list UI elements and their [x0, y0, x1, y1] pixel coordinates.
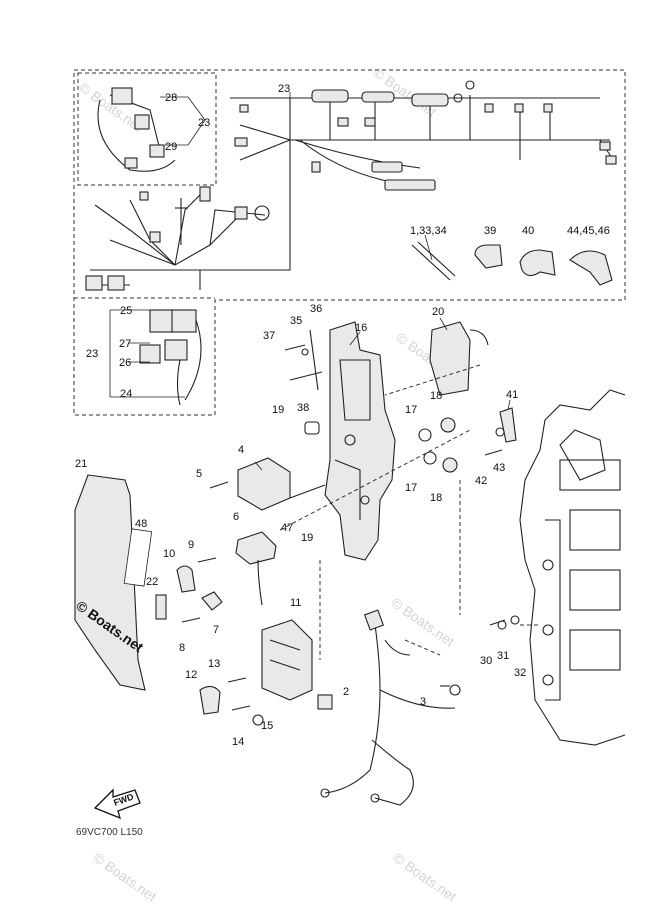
callout-label: 2	[343, 686, 349, 698]
wiring-harness-frame	[73, 69, 626, 416]
callout-label: 21	[75, 458, 87, 470]
clip-parts	[411, 241, 613, 286]
callout-label: 5	[196, 468, 202, 480]
callout-label: 35	[290, 315, 302, 327]
callout-label: 44,45,46	[567, 225, 610, 237]
callout-label: 40	[522, 225, 534, 237]
callout-label: 15	[261, 720, 273, 732]
electrical-components	[74, 321, 540, 806]
callout-label: 20	[432, 306, 444, 318]
engine-block	[519, 389, 626, 746]
watermark: © Boats.net	[388, 594, 457, 649]
callout-label: 18	[430, 492, 442, 504]
callout-label: 9	[188, 539, 194, 551]
callout-label: 31	[497, 650, 509, 662]
watermark: © Boats.net	[90, 849, 159, 904]
callout-label: 41	[506, 389, 518, 401]
callout-label: 19	[272, 404, 284, 416]
callout-label: 28	[165, 92, 177, 104]
callout-label: 39	[484, 225, 496, 237]
callout-label: 37	[263, 330, 275, 342]
callout-label: 42	[475, 475, 487, 487]
watermark: © Boats.net	[390, 849, 459, 904]
wiring-harness	[85, 80, 617, 406]
callout-label: 16	[355, 322, 367, 334]
callout-label: 12	[185, 669, 197, 681]
callout-label: 26	[119, 357, 131, 369]
drawing-code: 69VC700 L150	[76, 827, 143, 838]
callout-label: 32	[514, 667, 526, 679]
callout-label: 14	[232, 736, 244, 748]
callout-label: 25	[120, 305, 132, 317]
callout-label: 38	[297, 402, 309, 414]
callout-label: 19	[301, 532, 313, 544]
callout-label: 43	[493, 462, 505, 474]
callout-label: 27	[119, 338, 131, 350]
callout-label: 7	[213, 624, 219, 636]
callout-label: 13	[208, 658, 220, 670]
callout-label: 3	[420, 696, 426, 708]
callout-label: 22	[146, 576, 158, 588]
callout-group: 1,33,34 2 3 4 5 6 7 8 9 10 11 12 13 14 1…	[75, 83, 610, 748]
callout-label: 23	[86, 348, 98, 360]
callout-label: 17	[405, 482, 417, 494]
callout-label: 17	[405, 404, 417, 416]
callout-label: 48	[135, 518, 147, 530]
callout-label: 10	[163, 548, 175, 560]
callout-label: 30	[480, 655, 492, 667]
callout-label: 1,33,34	[410, 225, 447, 237]
callout-label: 18	[430, 390, 442, 402]
callout-label: 23	[198, 117, 210, 129]
leader-lines	[109, 92, 511, 471]
callout-label: 47	[281, 522, 293, 534]
callout-label: 24	[120, 388, 132, 400]
callout-label: 8	[179, 642, 185, 654]
callout-label: 11	[290, 597, 301, 609]
callout-label: 29	[165, 141, 177, 153]
callout-label: 23	[278, 83, 290, 95]
mounting-bracket	[324, 321, 396, 561]
callout-label: 4	[238, 444, 244, 456]
forward-direction-icon: FWD	[93, 788, 141, 820]
callout-label: 6	[233, 511, 239, 523]
callout-label: 36	[310, 303, 322, 315]
